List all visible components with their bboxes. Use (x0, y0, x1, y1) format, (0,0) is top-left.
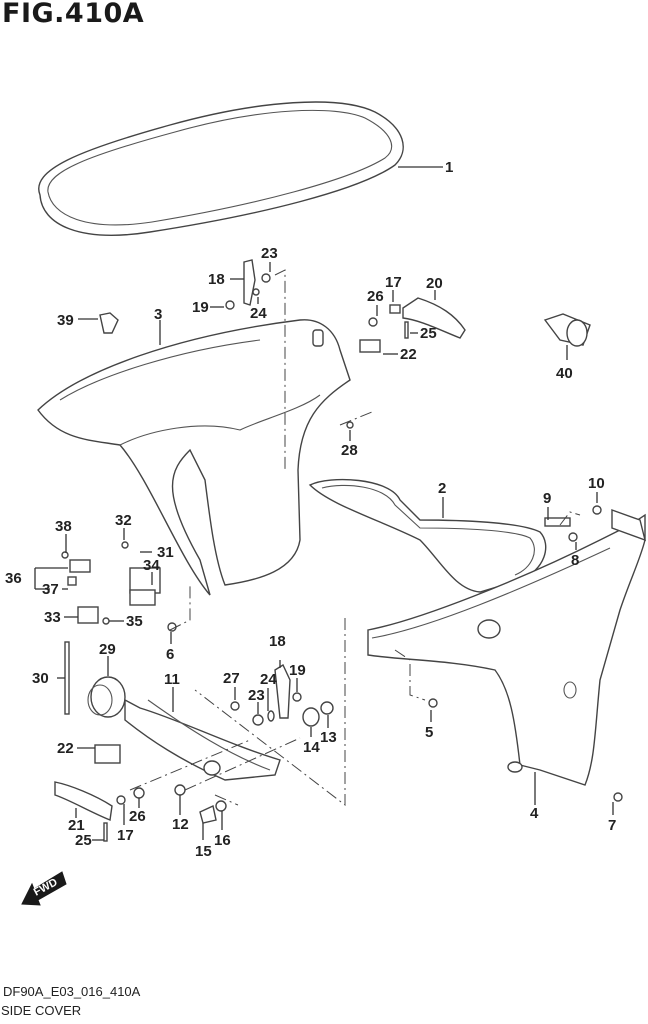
callout-39[interactable]: 39 (57, 312, 74, 329)
callout-14[interactable]: 14 (303, 739, 320, 756)
callout-36[interactable]: 36 (5, 570, 22, 587)
part-3-side-cover-upper (37, 319, 351, 596)
callout-23-lower[interactable]: 23 (248, 687, 265, 704)
figure-title: FIG.410A (2, 0, 145, 29)
callout-11[interactable]: 11 (164, 671, 180, 688)
callout-18-lower[interactable]: 18 (269, 633, 286, 650)
callout-31[interactable]: 31 (157, 544, 174, 561)
callout-40[interactable]: 40 (556, 365, 573, 382)
part-4-side-cover-lower (367, 509, 646, 786)
callout-16[interactable]: 16 (214, 832, 231, 849)
callout-26-upper[interactable]: 26 (367, 288, 384, 305)
assembly-lines (129, 269, 581, 807)
callout-22-lower[interactable]: 22 (57, 740, 74, 757)
part-39-clip (99, 312, 119, 334)
callout-2[interactable]: 2 (438, 480, 446, 497)
part-21-grip (54, 781, 113, 821)
callout-9[interactable]: 9 (543, 490, 551, 507)
callout-28[interactable]: 28 (341, 442, 358, 459)
part-29-grommet (87, 676, 126, 718)
callout-13[interactable]: 13 (320, 729, 337, 746)
callout-19-upper[interactable]: 19 (192, 299, 209, 316)
diagram-code: DF90A_E03_016_410A (3, 984, 141, 999)
part-18-hinge-upper (243, 259, 256, 306)
callout-25-upper[interactable]: 25 (420, 325, 437, 342)
callout-12[interactable]: 12 (172, 816, 189, 833)
callout-10[interactable]: 10 (588, 475, 605, 492)
callout-35[interactable]: 35 (126, 613, 143, 630)
callout-37[interactable]: 37 (42, 581, 59, 598)
part-2-lower-frame (308, 478, 547, 593)
callout-30[interactable]: 30 (32, 670, 49, 687)
callout-labels: 1 2 3 4 5 6 7 8 9 10 11 12 13 14 15 16 1… (5, 159, 616, 860)
callout-23-upper[interactable]: 23 (261, 245, 278, 262)
callout-38[interactable]: 38 (55, 518, 72, 535)
callout-20[interactable]: 20 (426, 275, 443, 292)
callout-21[interactable]: 21 (68, 817, 85, 834)
part-30-cable-tie (64, 641, 70, 715)
fasteners (61, 273, 623, 842)
callout-24-upper[interactable]: 24 (250, 305, 267, 322)
callout-15[interactable]: 15 (195, 843, 212, 860)
callout-17-lower[interactable]: 17 (117, 827, 134, 844)
diagram-subtitle: SIDE COVER (1, 1003, 82, 1018)
callout-34[interactable]: 34 (143, 557, 160, 574)
callout-1[interactable]: 1 (445, 159, 453, 176)
callout-33[interactable]: 33 (44, 609, 61, 626)
callout-27[interactable]: 27 (223, 670, 240, 687)
callout-18-upper[interactable]: 18 (208, 271, 225, 288)
callout-8[interactable]: 8 (571, 552, 579, 569)
part-1-seal (38, 101, 404, 236)
callout-6[interactable]: 6 (166, 646, 174, 663)
fwd-arrow-icon: FWD (21, 871, 67, 906)
callout-29[interactable]: 29 (99, 641, 116, 658)
callout-22-upper[interactable]: 22 (400, 346, 417, 363)
callout-25-lower[interactable]: 25 (75, 832, 92, 849)
callout-32[interactable]: 32 (115, 512, 132, 529)
part-20-handle (402, 297, 466, 339)
part-40-plug (543, 313, 591, 347)
leader-lines (34, 262, 614, 841)
callout-5[interactable]: 5 (425, 724, 433, 741)
callout-26-lower[interactable]: 26 (129, 808, 146, 825)
callout-3[interactable]: 3 (154, 306, 162, 323)
callout-4[interactable]: 4 (530, 805, 539, 822)
callout-24-lower[interactable]: 24 (260, 671, 277, 688)
callout-19-lower[interactable]: 19 (289, 662, 306, 679)
callout-17-upper[interactable]: 17 (385, 274, 402, 291)
callout-7[interactable]: 7 (608, 817, 616, 834)
part-11-bracket (124, 698, 281, 781)
